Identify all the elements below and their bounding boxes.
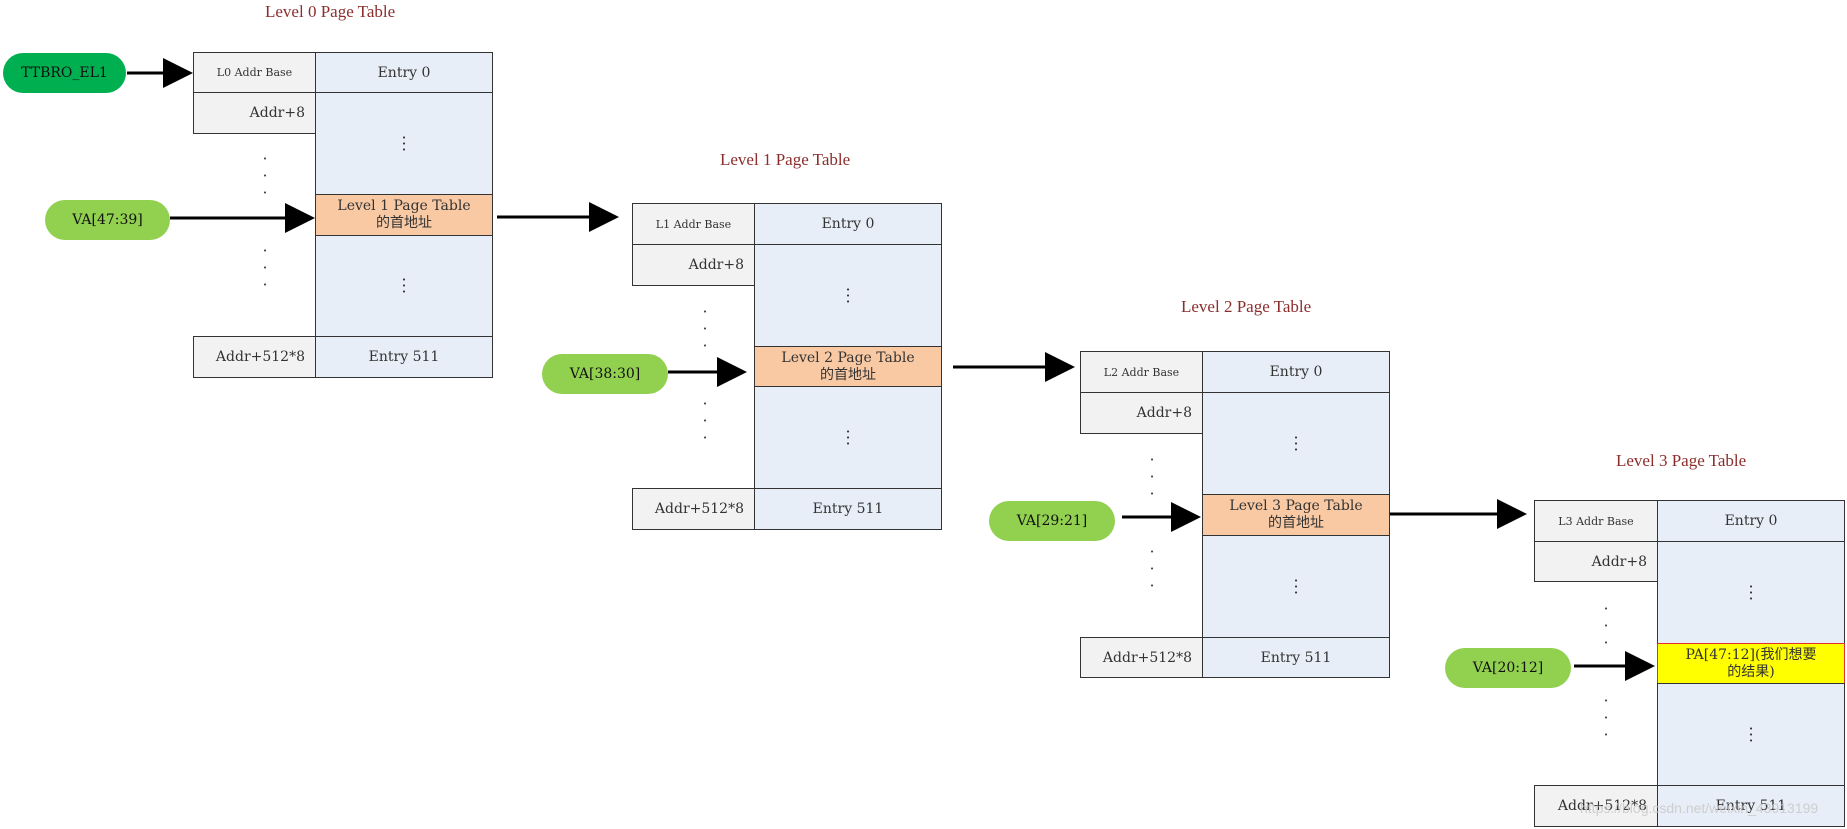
level3-title: Level 3 Page Table — [1616, 451, 1747, 470]
l0-entry-0: Entry 0 — [315, 52, 493, 93]
l3-addr-last: Addr+512*8 — [1534, 785, 1658, 827]
l3-addr-ellipsis-lower: ··· — [1603, 691, 1609, 744]
l3-entry-511: Entry 511 — [1657, 785, 1845, 827]
l2-addr-8: Addr+8 — [1080, 392, 1203, 434]
l2-addr-ellipsis-upper: ··· — [1149, 450, 1155, 503]
l3-addr-base: L3 Addr Base — [1534, 500, 1658, 542]
l1-addr-ellipsis-lower: ··· — [702, 394, 708, 447]
l2-entries-lower: ··· — [1202, 535, 1390, 638]
l0-addr-ellipsis-upper: ··· — [262, 149, 268, 202]
l2-entry-511: Entry 511 — [1202, 637, 1390, 678]
l2-addr-base: L2 Addr Base — [1080, 351, 1203, 393]
va-l3-index: VA[20:12] — [1445, 648, 1571, 688]
l0-entries-lower: ··· — [315, 235, 493, 337]
l0-entry-next-table: Level 1 Page Table 的首地址 — [315, 194, 493, 236]
va-l1-index: VA[38:30] — [542, 354, 668, 394]
l3-addr-8: Addr+8 — [1534, 541, 1658, 582]
l2-entry-0: Entry 0 — [1202, 351, 1390, 393]
va-l0-index: VA[47:39] — [45, 200, 170, 240]
l2-entries-upper: ··· — [1202, 392, 1390, 495]
l1-entry-next-table: Level 2 Page Table 的首地址 — [754, 346, 942, 387]
l0-addr-8: Addr+8 — [193, 92, 316, 134]
l0-addr-base: L0 Addr Base — [193, 52, 316, 93]
l1-entries-upper: ··· — [754, 244, 942, 347]
level1-title: Level 1 Page Table — [720, 150, 851, 169]
l0-entries-upper: ··· — [315, 92, 493, 195]
l0-addr-ellipsis-lower: ··· — [262, 241, 268, 294]
l2-addr-last: Addr+512*8 — [1080, 637, 1203, 678]
l3-addr-ellipsis-upper: ··· — [1603, 599, 1609, 652]
l3-entry-0: Entry 0 — [1657, 500, 1845, 542]
l1-entry-0: Entry 0 — [754, 203, 942, 245]
l3-entries-lower: ··· — [1657, 683, 1845, 786]
l0-addr-last: Addr+512*8 — [193, 336, 316, 378]
va-l2-index: VA[29:21] — [989, 501, 1115, 541]
l1-addr-ellipsis-upper: ··· — [702, 302, 708, 355]
level0-title: Level 0 Page Table — [265, 2, 396, 21]
l3-entries-upper: ··· — [1657, 541, 1845, 644]
l1-entry-511: Entry 511 — [754, 488, 942, 530]
l1-entries-lower: ··· — [754, 386, 942, 489]
level2-title: Level 2 Page Table — [1181, 297, 1312, 316]
l2-addr-ellipsis-lower: ··· — [1149, 542, 1155, 595]
l3-entry-physical-address: PA[47:12](我们想要 的结果) — [1657, 643, 1845, 684]
l1-addr-base: L1 Addr Base — [632, 203, 755, 245]
l2-entry-next-table: Level 3 Page Table 的首地址 — [1202, 494, 1390, 536]
ttbr-register: TTBRO_EL1 — [3, 53, 126, 93]
watermark: https://blog.csdn.net/weixin_43913199 — [1580, 800, 1819, 816]
l0-entry-511: Entry 511 — [315, 336, 493, 378]
l1-addr-8: Addr+8 — [632, 244, 755, 286]
l1-addr-last: Addr+512*8 — [632, 488, 755, 530]
